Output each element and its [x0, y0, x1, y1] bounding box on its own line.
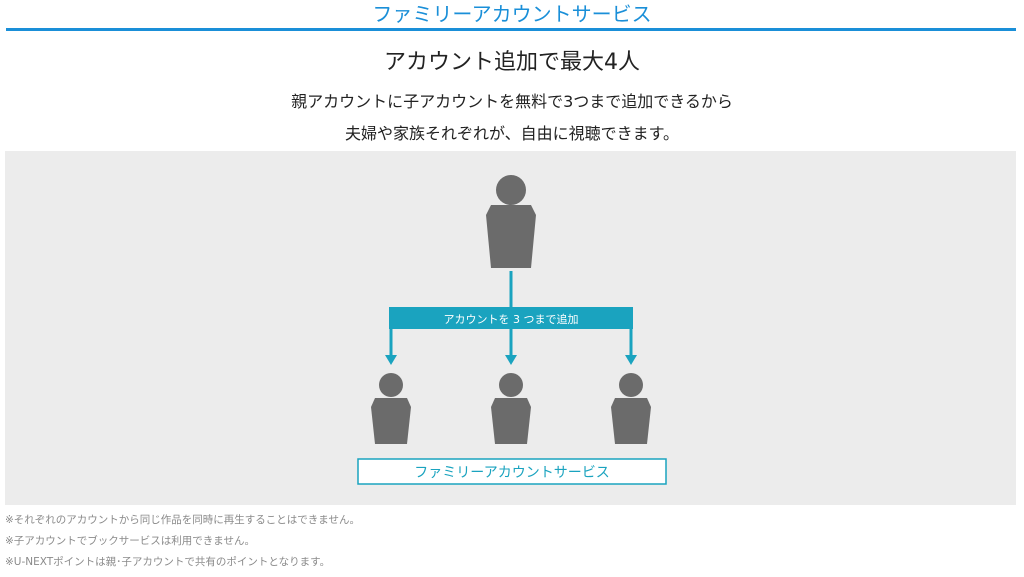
- diagram-svg: アカウントを 3 つまで追加 ファミリーアカウントサービス: [357, 175, 667, 485]
- child-person-icon: [491, 373, 531, 444]
- description-line-2: 夫婦や家族それぞれが、自由に視聴できます。: [344, 124, 680, 143]
- page-title: ファミリーアカウントサービス: [372, 2, 652, 26]
- description-line-1: 親アカウントに子アカウントを無料で3つまで追加できるから: [291, 92, 733, 111]
- branch-label: アカウントを 3 つまで追加: [444, 312, 579, 326]
- service-label: ファミリーアカウントサービス: [414, 465, 609, 481]
- arrow-down-icon: [625, 355, 637, 365]
- service-label-box: [357, 458, 667, 485]
- title-divider: [6, 28, 1016, 31]
- arrow-down-icon: [505, 355, 517, 365]
- footnote: ※U-NEXTポイントは親･子アカウントで共有のポイントとなります。: [5, 556, 331, 568]
- child-person-icon: [371, 373, 411, 444]
- child-person-icon: [611, 373, 651, 444]
- footnotes: ※それぞれのアカウントから同じ作品を同時に再生することはできません。 ※子アカウ…: [5, 510, 1005, 573]
- branch-label-bar: [389, 307, 633, 329]
- footnote: ※それぞれのアカウントから同じ作品を同時に再生することはできません。: [5, 514, 360, 526]
- footnote: ※子アカウントでブックサービスは利用できません。: [5, 535, 255, 547]
- family-account-diagram: アカウントを 3 つまで追加 ファミリーアカウントサービス: [5, 151, 1016, 505]
- parent-person-icon: [486, 175, 536, 268]
- arrow-down-icon: [385, 355, 397, 365]
- headline: アカウント追加で最大4人: [384, 50, 640, 75]
